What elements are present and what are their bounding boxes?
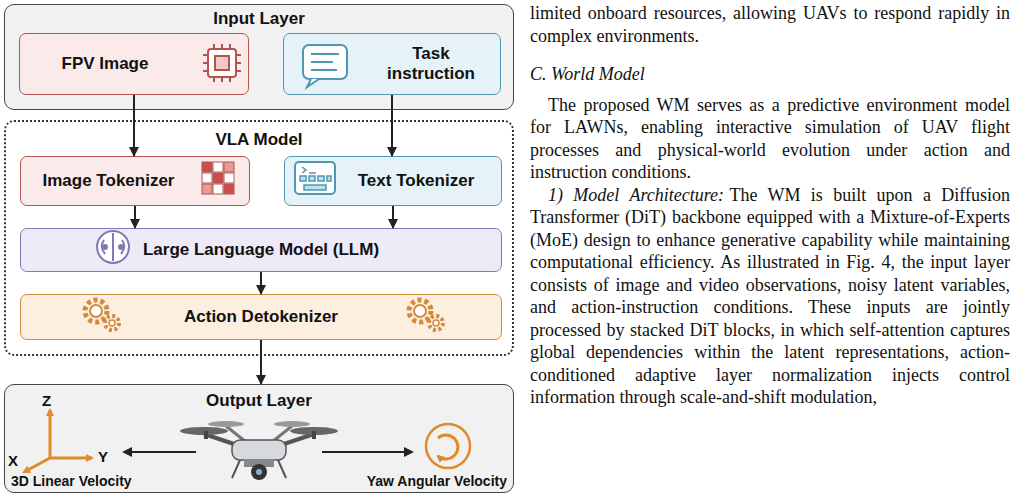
axis-label: Y <box>98 448 108 465</box>
flow-arrow <box>260 340 262 384</box>
body-text: The proposed WM serves as a predictive e… <box>530 94 1010 184</box>
brain-icon <box>97 231 129 263</box>
tokenizer-box: Image Tokenizer <box>20 156 250 206</box>
detokenizer-box: Action Detokenizer <box>20 294 502 340</box>
grid-icon <box>202 162 234 194</box>
input-box: FPV Image <box>19 33 249 95</box>
text-column: limited onboard resources, allowing UAVs… <box>530 2 1010 409</box>
axes-icon <box>24 410 92 472</box>
document-icon <box>303 45 347 87</box>
body-text: limited onboard resources, allowing UAVs… <box>530 2 1010 47</box>
tokenizer-box: Text Tokenizer <box>284 156 502 206</box>
gear-icon <box>409 300 443 330</box>
yaw-rotation-icon <box>426 424 470 468</box>
drone-illustration <box>180 421 338 480</box>
box-label: Output Layer <box>5 391 513 411</box>
gear-icon <box>85 300 119 330</box>
box-label: Text Tokenizer <box>337 171 495 191</box>
camera-chip-icon <box>203 44 241 82</box>
subsection-heading: 1) Model Architecture: <box>548 185 724 205</box>
flow-arrow <box>133 95 135 156</box>
box-label: Task instruction <box>370 44 492 83</box>
input-box: Task instruction <box>283 33 501 95</box>
axis-label: Z <box>42 392 51 409</box>
model-group: VLA ModelImage Tokenizer Text TokenizerLa… <box>4 120 514 356</box>
section-heading: C. World Model <box>530 63 1010 86</box>
layer-box: Input LayerFPV Image Task instruction <box>4 4 514 110</box>
flow-arrow <box>260 272 262 294</box>
box-label: VLA Model <box>6 130 512 150</box>
output-label: 3D Linear Velocity <box>11 473 132 489</box>
output-arrow <box>322 451 412 453</box>
box-label: Large Language Model (LLM) <box>21 240 501 260</box>
output-arrow <box>124 451 196 453</box>
flow-arrow <box>134 206 136 228</box>
box-label: Action Detokenizer <box>21 307 501 327</box>
layer-box: Output Layer 3D Linear Velocity Yaw Angula… <box>4 384 514 493</box>
box-label: FPV Image <box>20 54 190 74</box>
keyboard-icon <box>295 162 335 194</box>
axis-label: X <box>8 452 18 469</box>
output-label: Yaw Angular Velocity <box>367 473 507 489</box>
flow-arrow <box>392 206 394 228</box>
box-label: Image Tokenizer <box>21 171 196 191</box>
flow-arrow <box>391 95 393 156</box>
body-text: The WM is built upon a Diffusion Transfo… <box>530 185 1010 408</box>
paragraph: 1) Model Architecture:The WM is built up… <box>530 184 1010 409</box>
llm-box: Large Language Model (LLM) <box>20 228 502 272</box>
box-label: Input Layer <box>5 9 513 29</box>
